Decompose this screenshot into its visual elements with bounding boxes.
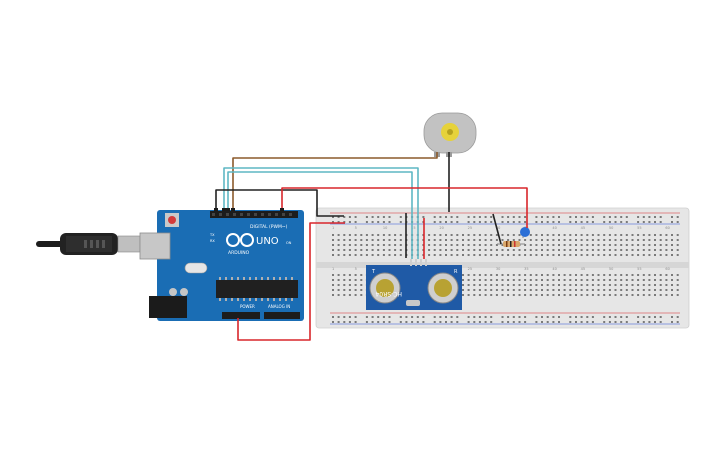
power-label: POWER	[240, 304, 255, 309]
breadboard-column-number: 60	[665, 226, 669, 230]
breadboard-column-number: 50	[609, 226, 613, 230]
breadboard-column-number: 60	[665, 267, 669, 271]
breadboard-column-number: 40	[552, 267, 556, 271]
led[interactable]	[520, 227, 530, 238]
breadboard-column-number: 5	[355, 226, 357, 230]
rx-label: RX	[210, 239, 215, 243]
breadboard-column-number: 5	[355, 267, 357, 271]
sensor-model-label: HC-SR04	[375, 290, 402, 297]
arduino-uno-board[interactable]: DIGITAL (PWM~) UNO ARDUINO TX RX ON	[139, 210, 304, 321]
breadboard-column-number: 35	[524, 267, 528, 271]
dc-motor[interactable]	[423, 112, 477, 157]
usb-cable	[36, 233, 141, 255]
tx-label: TX	[209, 233, 215, 237]
breadboard-column-number: 1	[332, 226, 334, 230]
breadboard-column-number: 25	[468, 226, 472, 230]
on-label: ON	[286, 241, 292, 245]
wire-black-1	[215, 189, 344, 217]
ultrasonic-sensor[interactable]: HC-SR04 T R	[366, 259, 462, 310]
breadboard-column-number: 50	[609, 267, 613, 271]
wire-red-1	[281, 187, 528, 228]
breadboard-column-number: 1	[332, 267, 334, 271]
resistor[interactable]	[497, 241, 525, 247]
breadboard-column-number: 25	[468, 267, 472, 271]
sensor-left-mark: T	[371, 269, 376, 275]
sensor-right-mark: R	[454, 269, 458, 275]
breadboard-column-number: 30	[496, 267, 500, 271]
breadboard-column-number: 30	[496, 226, 500, 230]
board-model-label: UNO	[256, 236, 279, 247]
breadboard-column-number: 45	[581, 267, 585, 271]
wire-teal-1	[227, 171, 413, 259]
board-maker-label: ARDUINO	[228, 250, 250, 256]
breadboard-column-number: 40	[552, 226, 556, 230]
analog-label: ANALOG IN	[268, 304, 290, 309]
reset-button[interactable]	[168, 216, 176, 224]
breadboard-column-number: 55	[637, 226, 641, 230]
breadboard-column-number: 55	[637, 267, 641, 271]
breadboard-column-number: 20	[439, 226, 443, 230]
breadboard-column-number: 10	[383, 226, 387, 230]
wire-brown	[232, 152, 438, 210]
atmega-chip	[216, 280, 298, 298]
wire-teal-2	[223, 167, 419, 259]
breadboard-column-number: 15	[411, 226, 415, 230]
wires	[215, 152, 528, 341]
wire-red-3	[237, 222, 345, 341]
wire-black-4	[492, 213, 502, 245]
breadboard-column-number: 45	[581, 226, 585, 230]
arduino-logo	[226, 233, 254, 247]
digital-header-label: DIGITAL (PWM~)	[250, 224, 288, 230]
